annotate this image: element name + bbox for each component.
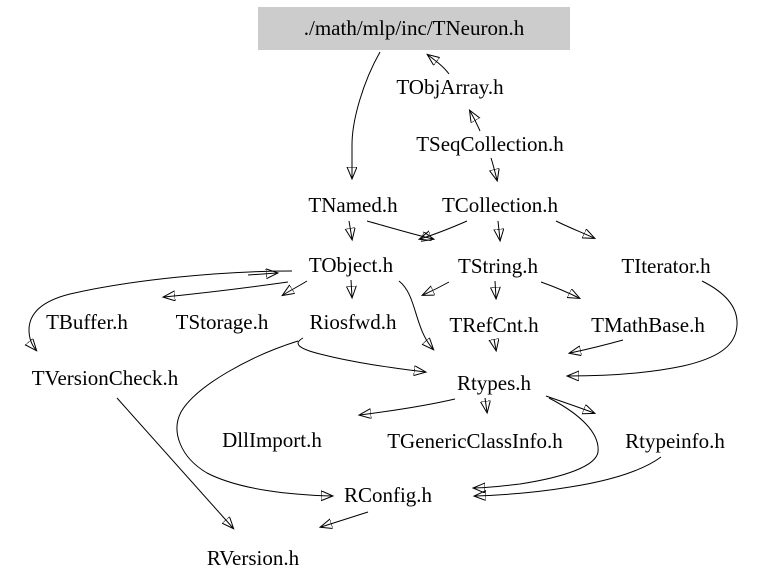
node-rtypeinfo[interactable]: Rtypeinfo.h xyxy=(625,429,725,453)
node-tmathbase[interactable]: TMathBase.h xyxy=(591,313,705,337)
edge-tstring-to-tmathbase xyxy=(540,281,579,298)
node-tstring[interactable]: TString.h xyxy=(458,254,538,278)
edge-tcollection-to-tobject xyxy=(420,220,468,239)
edge-rtypes-to-dllimport xyxy=(360,398,456,415)
node-rversion[interactable]: RVersion.h xyxy=(206,546,300,570)
edge-tstring-to-trefcnt xyxy=(495,280,496,298)
edge-tseqcollection-to-tobjarray xyxy=(470,111,480,132)
node-riosfwd[interactable]: Riosfwd.h xyxy=(309,310,397,334)
edge-tobject-to-riosfwd xyxy=(351,279,352,297)
edge-tobject-to-tstorage xyxy=(283,280,308,295)
node-trefcnt[interactable]: TRefCnt.h xyxy=(449,313,539,337)
edge-tobject-to-rtypes xyxy=(398,280,433,349)
edge-rtypes-to-rconfig xyxy=(474,397,599,488)
edge-trefcnt-to-rtypes xyxy=(494,339,496,350)
node-tcollection[interactable]: TCollection.h xyxy=(441,193,559,217)
edge-tversioncheck-to-rversion xyxy=(116,397,233,528)
edge-tobject-to-tbuffer xyxy=(164,281,289,297)
node-tseqcollection[interactable]: TSeqCollection.h xyxy=(416,132,564,156)
edge-tmathbase-to-rtypes xyxy=(570,339,624,353)
node-tneuron: ./math/mlp/inc/TNeuron.h xyxy=(258,7,570,50)
edge-tnamed-to-tobject xyxy=(349,220,352,239)
edge-rtypes-to-tgenericclassinfo xyxy=(485,397,487,412)
edge-tnamed-to-tstring xyxy=(366,220,433,239)
edge-tbuffer-to-tobject xyxy=(247,273,277,275)
edge-tcollection-to-tstring xyxy=(498,220,500,240)
edge-tseqcollection-to-tcollection xyxy=(491,157,497,180)
node-tneuron-label: ./math/mlp/inc/TNeuron.h xyxy=(303,16,525,40)
edge-tstring-to-riosfwd xyxy=(423,281,450,295)
node-tobjarray[interactable]: TObjArray.h xyxy=(396,75,504,99)
node-tobject[interactable]: TObject.h xyxy=(308,253,394,277)
edge-riosfwd-to-rtypes xyxy=(297,337,425,372)
edge-tcollection-to-titerator xyxy=(555,220,594,238)
node-titerator[interactable]: TIterator.h xyxy=(621,254,711,278)
edge-rconfig-to-rversion xyxy=(321,511,369,527)
node-rtypes[interactable]: Rtypes.h xyxy=(456,371,532,395)
edge-rtypes-to-rtypeinfo xyxy=(545,395,594,413)
edge-riosfwd-to-rconfig xyxy=(176,340,332,496)
edge-rtypeinfo-to-rconfig xyxy=(475,456,662,496)
node-dllimport[interactable]: DllImport.h xyxy=(222,428,322,452)
node-tnamed[interactable]: TNamed.h xyxy=(308,193,398,217)
node-tstorage[interactable]: TStorage.h xyxy=(175,310,269,334)
edge-tneuron-to-tnamed xyxy=(352,51,381,178)
node-tversioncheck[interactable]: TVersionCheck.h xyxy=(31,366,179,390)
edge-tobject-to-tversioncheck xyxy=(29,270,293,350)
edge-tobjarray-to-tneuron xyxy=(428,55,450,75)
node-rconfig[interactable]: RConfig.h xyxy=(343,483,433,507)
edge-titerator-to-rtypes xyxy=(568,280,738,376)
node-tbuffer[interactable]: TBuffer.h xyxy=(46,310,128,334)
node-tgenericclassinfo[interactable]: TGenericClassInfo.h xyxy=(387,429,563,453)
